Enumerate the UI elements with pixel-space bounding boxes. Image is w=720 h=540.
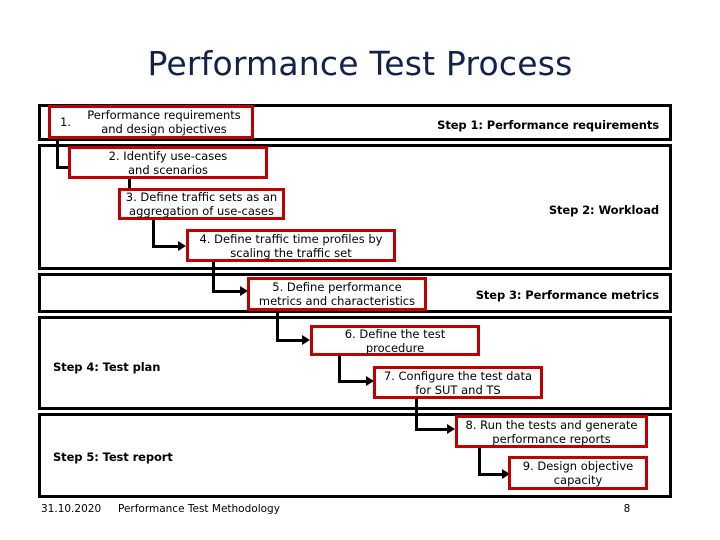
arrowhead-icon	[240, 286, 248, 296]
connector-horizontal-segment	[478, 473, 504, 476]
connector-horizontal-segment	[415, 428, 449, 431]
band-step-5: Step 5: Test report	[38, 413, 672, 498]
band-step-3: Step 3: Performance metrics	[38, 273, 672, 313]
connector-horizontal-segment	[152, 245, 180, 248]
connector-vertical-segment	[338, 353, 341, 383]
arrowhead-icon	[447, 424, 455, 434]
connector-3-to-4	[152, 217, 190, 251]
connector-horizontal-segment	[338, 380, 368, 383]
arrowhead-icon	[366, 376, 374, 386]
connector-vertical-segment	[56, 136, 59, 169]
band-label-step-5: Step 5: Test report	[53, 450, 173, 464]
footer-page-number: 8	[623, 503, 631, 515]
band-step-1: Step 1: Performance requirements	[38, 104, 672, 141]
band-label-step-3: Step 3: Performance metrics	[475, 288, 659, 302]
band-label-step-4: Step 4: Test plan	[53, 360, 161, 374]
connector-horizontal-segment	[212, 290, 242, 293]
connector-4-to-5	[212, 260, 252, 296]
page-title: Performance Test Process	[147, 44, 573, 83]
connector-vertical-segment	[212, 260, 215, 293]
connector-vertical-segment	[276, 309, 279, 342]
band-step-4: Step 4: Test plan	[38, 316, 672, 410]
connector-vertical-segment	[152, 217, 155, 248]
connector-horizontal-segment	[276, 339, 304, 342]
footer-date: 31.10.2020	[41, 503, 102, 515]
connector-5-to-6	[276, 309, 314, 345]
arrowhead-icon	[502, 469, 510, 479]
band-step-2: Step 2: Workload	[38, 144, 672, 270]
connector-vertical-segment	[478, 445, 481, 476]
arrowhead-icon	[178, 241, 186, 251]
connector-6-to-7	[338, 353, 378, 386]
band-label-step-2: Step 2: Workload	[548, 203, 659, 217]
connector-horizontal-segment	[56, 166, 70, 169]
process-box-1-number: 1.	[60, 115, 71, 129]
connector-7-to-8	[415, 396, 459, 434]
connector-8-to-9	[478, 445, 514, 479]
footer-subject: Performance Test Methodology	[118, 503, 280, 515]
band-label-step-1: Step 1: Performance requirements	[437, 118, 659, 132]
connector-vertical-segment	[415, 396, 418, 431]
arrowhead-icon	[302, 335, 310, 345]
